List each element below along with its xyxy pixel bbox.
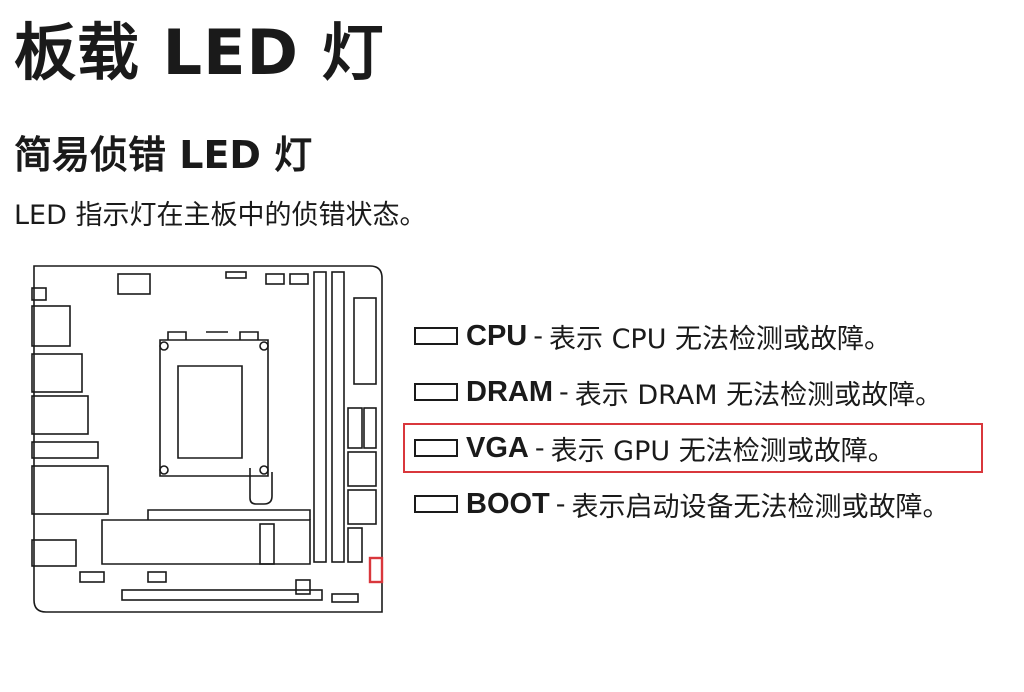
legend-label: DRAM	[466, 375, 553, 408]
legend-item-dram: DRAM - 表示 DRAM 无法检测或故障。	[414, 370, 942, 414]
legend-label: BOOT	[466, 487, 550, 520]
rear-io-6	[31, 539, 77, 567]
rear-io-5	[31, 465, 109, 515]
right-header-2	[363, 407, 377, 449]
sata-3	[347, 527, 363, 563]
socket-screw-3	[159, 465, 169, 475]
sata-1	[347, 451, 377, 487]
legend-separator: -	[533, 320, 543, 352]
m2-heatsink	[101, 519, 311, 565]
top-small-header	[225, 271, 247, 279]
legend-description: 表示 DRAM 无法检测或故障。	[574, 379, 943, 411]
legend-description: 表示启动设备无法检测或故障。	[571, 491, 950, 523]
legend-item-vga: VGA - 表示 GPU 无法检测或故障。	[414, 426, 895, 470]
cpu-socket-clips	[167, 331, 259, 340]
rear-io-3	[31, 395, 89, 435]
cpu-lever	[249, 468, 273, 505]
io-post	[31, 287, 47, 301]
led-box-icon	[414, 439, 458, 457]
socket-screw-1	[159, 341, 169, 351]
legend-separator: -	[559, 376, 569, 408]
dimm-slot-1	[313, 271, 327, 563]
dimm-slot-2	[331, 271, 345, 563]
rear-io-2	[31, 353, 83, 393]
pcie-slot	[121, 589, 323, 601]
legend-description: 表示 GPU 无法检测或故障。	[550, 435, 895, 467]
m2-heatsink-upper	[147, 509, 311, 520]
atx-power	[353, 297, 377, 385]
bottom-header	[331, 593, 359, 603]
rear-io-1	[31, 305, 71, 347]
led-box-icon	[414, 495, 458, 513]
led-box-icon	[414, 327, 458, 345]
page-title: 板载 LED 灯	[14, 16, 385, 89]
socket-screw-2	[259, 341, 269, 351]
section-description: LED 指示灯在主板中的侦错状态。	[14, 200, 427, 231]
debug-led-highlight	[368, 556, 384, 584]
right-header-1	[347, 407, 363, 449]
socket-screw-4	[259, 465, 269, 475]
legend-label: VGA	[466, 431, 529, 464]
fan-header-2	[289, 273, 309, 285]
section-title: 简易侦错 LED 灯	[14, 133, 313, 177]
cpu-socket-frame	[159, 339, 269, 477]
legend-separator: -	[534, 432, 545, 464]
small-header	[147, 571, 167, 583]
vga-highlight-frame	[403, 423, 983, 473]
legend-item-boot: BOOT - 表示启动设备无法检测或故障。	[414, 482, 950, 526]
motherboard-diagram	[31, 265, 384, 613]
legend-separator: -	[555, 488, 566, 520]
bottom-small-header	[295, 579, 311, 595]
legend-label: CPU	[466, 319, 528, 352]
led-box-icon	[414, 383, 458, 401]
legend-item-cpu: CPU - 表示 CPU 无法检测或故障。	[414, 314, 891, 358]
cpu-socket-inner	[177, 365, 243, 459]
fan-header-1	[265, 273, 285, 285]
sata-2	[347, 489, 377, 525]
top-connector	[117, 273, 151, 295]
rear-io-4	[31, 441, 99, 459]
board-outline	[33, 265, 383, 613]
legend-description: 表示 CPU 无法检测或故障。	[548, 323, 892, 355]
audio-header	[79, 571, 105, 583]
m2-connector	[259, 523, 275, 565]
